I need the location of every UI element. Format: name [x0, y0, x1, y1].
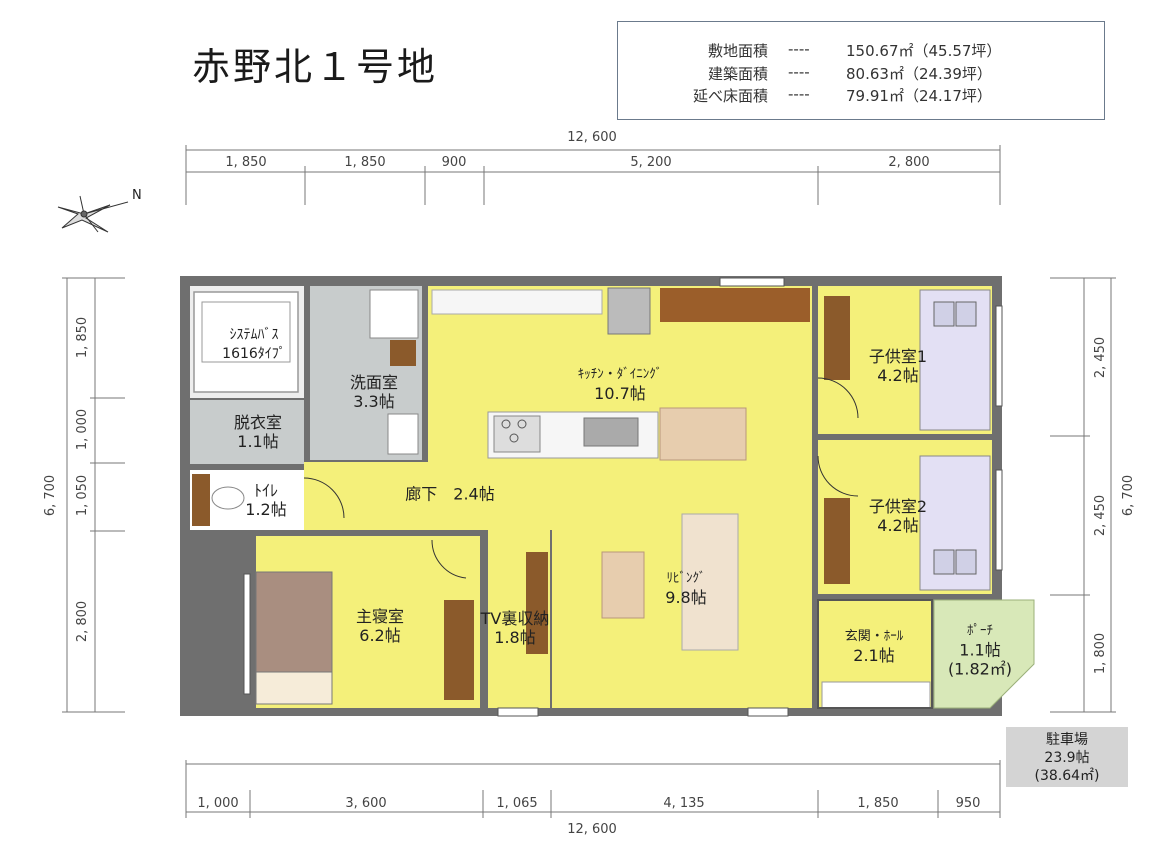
- building-area-row: 建築面積 ---- 80.63㎡（24.39坪）: [618, 63, 1104, 85]
- dim-bottom-seg: 950: [955, 796, 981, 811]
- entrance-name: 玄関・ﾎｰﾙ: [844, 629, 904, 644]
- kitchen-label: ｷｯﾁﾝ・ﾀﾞｲﾆﾝｸﾞ 10.7帖: [578, 365, 663, 403]
- parking-size: 23.9帖: [1044, 750, 1090, 766]
- child1-size: 4.2帖: [877, 366, 919, 385]
- building-area-value: 80.63㎡（24.39坪）: [846, 65, 992, 83]
- dim-bottom-total: 12, 600: [567, 822, 617, 837]
- child1-label: 子供室1 4.2帖: [869, 347, 927, 385]
- dim-top-seg: 2, 800: [888, 155, 930, 170]
- dim-top-seg: 1, 850: [225, 155, 267, 170]
- dim-left-seg: 1, 850: [75, 316, 91, 359]
- dim-right-seg: 2, 450: [1093, 494, 1109, 537]
- floor-area-label: 延べ床面積: [692, 87, 768, 105]
- site-area-value: 150.67㎡（45.57坪）: [846, 42, 1002, 60]
- compass-icon: [57, 195, 129, 233]
- child2-size: 4.2帖: [877, 516, 919, 535]
- compass-letter: N: [132, 188, 142, 203]
- dim-right-seg: 1, 800: [1093, 632, 1109, 675]
- dressing-label: 脱衣室 1.1帖: [234, 413, 282, 451]
- porch-label: ﾎﾟｰﾁ 1.1帖 (1.82㎡): [948, 622, 1012, 679]
- entrance-size: 2.1帖: [853, 646, 895, 665]
- dressing-name: 脱衣室: [233, 413, 283, 432]
- kitchen-name: ｷｯﾁﾝ・ﾀﾞｲﾆﾝｸﾞ: [577, 367, 663, 382]
- building-area-label: 建築面積: [707, 65, 768, 83]
- floor-area-value: 79.91㎡（24.17坪）: [846, 87, 992, 105]
- porch: [933, 599, 1035, 709]
- dressing-size: 1.1帖: [237, 432, 279, 451]
- dim-top-seg: 1, 850: [344, 155, 386, 170]
- area-info-box: 敷地面積 ---- 150.67㎡（45.57坪） 建築面積 ---- 80.6…: [617, 21, 1105, 120]
- top-dimension-lines: [62, 145, 1116, 818]
- porch-size: 1.1帖: [959, 640, 1001, 660]
- child1-name: 子供室1: [868, 347, 928, 366]
- washroom-name: 洗面室: [349, 373, 399, 392]
- parking-extra: (38.64㎡): [1034, 768, 1100, 784]
- site-area-row: 敷地面積 ---- 150.67㎡（45.57坪）: [618, 40, 1104, 62]
- tv-storage-name: TV裏収納: [480, 609, 550, 628]
- dim-top-seg: 5, 200: [630, 155, 672, 170]
- bath-label: ｼｽﾃﾑﾊﾞｽ 1616ﾀｲﾌﾟ: [222, 326, 286, 364]
- master-name: 主寝室: [355, 607, 405, 626]
- porch-name: ﾎﾟｰﾁ: [967, 623, 993, 639]
- toilet-label: ﾄｲﾚ 1.2帖: [245, 481, 286, 519]
- site-area-dash: ----: [788, 40, 810, 58]
- living-name: ﾘﾋﾞﾝｸﾞ: [666, 571, 706, 586]
- tv-storage-label: TV裏収納 1.8帖: [481, 609, 550, 647]
- bath-name: ｼｽﾃﾑﾊﾞｽ: [229, 327, 279, 343]
- dim-bottom-seg: 3, 600: [345, 796, 387, 811]
- dim-top-total: 12, 600: [567, 130, 617, 145]
- dim-right-seg: 2, 450: [1093, 336, 1109, 379]
- toilet-size: 1.2帖: [245, 500, 287, 519]
- child2-label: 子供室2 4.2帖: [869, 497, 927, 535]
- dim-bottom-seg: 4, 135: [663, 796, 705, 811]
- dim-left-total: 6, 700: [43, 474, 59, 517]
- dim-left-seg: 2, 800: [75, 600, 91, 643]
- washroom-label: 洗面室 3.3帖: [350, 373, 398, 411]
- hallway-label: 廊下 2.4帖: [405, 484, 495, 504]
- dim-bottom-seg: 1, 850: [857, 796, 899, 811]
- dressing-room: [190, 400, 304, 464]
- porch-extra: (1.82㎡): [947, 659, 1013, 679]
- living-size: 9.8帖: [665, 588, 707, 607]
- parking-box: 駐車場 23.9帖 (38.64㎡): [1006, 727, 1128, 787]
- dim-right-total: 6, 700: [1121, 474, 1137, 517]
- bath-size: 1616ﾀｲﾌﾟ: [222, 346, 286, 362]
- building-area-dash: ----: [788, 63, 810, 81]
- plan-title: 赤野北１号地: [192, 45, 439, 89]
- dim-bottom-seg: 1, 065: [496, 796, 538, 811]
- living-label: ﾘﾋﾞﾝｸﾞ 9.8帖: [665, 569, 706, 607]
- dim-top-seg: 900: [441, 155, 467, 170]
- master-label: 主寝室 6.2帖: [356, 607, 404, 645]
- child2-name: 子供室2: [868, 497, 928, 516]
- windows: [243, 277, 1003, 717]
- floor-area-row: 延べ床面積 ---- 79.91㎡（24.17坪）: [618, 85, 1104, 107]
- door-swings: [303, 377, 859, 579]
- washroom-size: 3.3帖: [353, 392, 395, 411]
- site-area-label: 敷地面積: [707, 42, 768, 60]
- floor-area-dash: ----: [788, 85, 810, 103]
- entrance-label: 玄関・ﾎｰﾙ 2.1帖: [845, 627, 904, 665]
- toilet-name: ﾄｲﾚ: [253, 481, 279, 500]
- dim-left-seg: 1, 000: [75, 408, 91, 451]
- dim-left-seg: 1, 050: [75, 474, 91, 517]
- master-size: 6.2帖: [359, 626, 401, 645]
- parking-name: 駐車場: [1046, 732, 1088, 748]
- dim-bottom-seg: 1, 000: [197, 796, 239, 811]
- kitchen-size: 10.7帖: [594, 384, 646, 403]
- tv-storage-size: 1.8帖: [494, 628, 536, 647]
